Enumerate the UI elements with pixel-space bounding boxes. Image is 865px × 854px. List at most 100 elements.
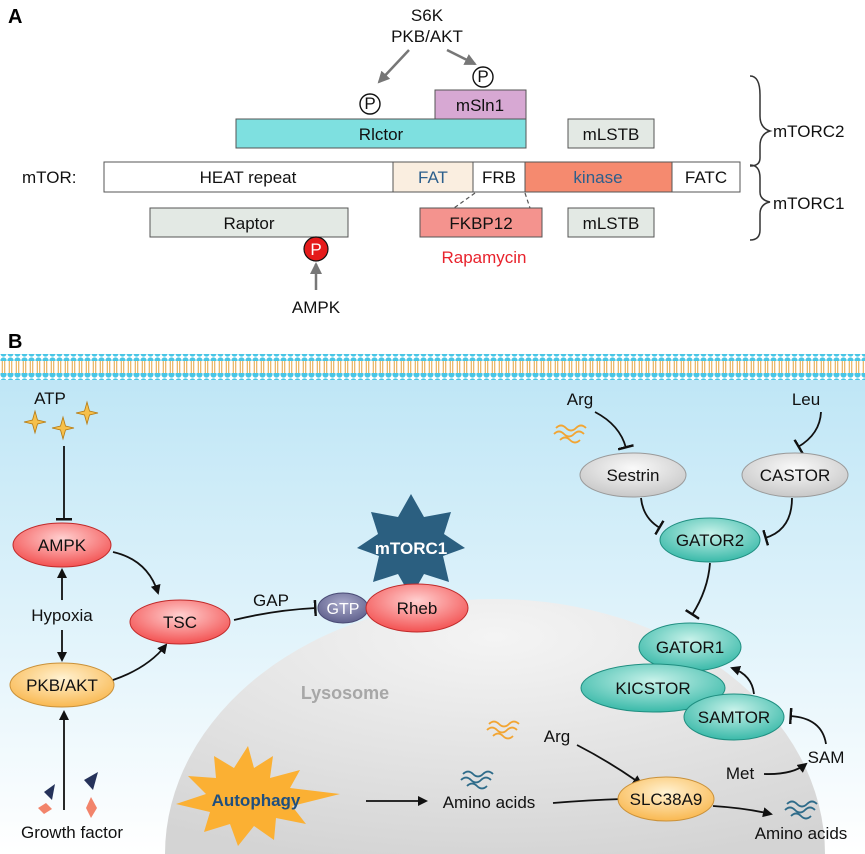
membrane-tails [0,361,865,373]
hypoxia-label: Hypoxia [31,606,93,625]
castor-inhibits-gator2 [762,497,793,546]
sestrin-label: Sestrin [607,466,660,485]
arrow-to-rictor-p [377,49,410,84]
raptor-box [149,207,349,238]
kicstor-label: KICSTOR [615,679,690,698]
mlst8-bottom-label: mLSTB [583,214,640,233]
raptor-label: Raptor [223,214,274,233]
leu-inhibits-castor [793,411,822,455]
amino-acids-inner-label: Amino acids [443,793,536,812]
pkb-akt-label-b: PKB/AKT [26,676,98,695]
met-to-sam-arrow [763,762,808,775]
arg-inner-squiggle-icon [486,720,520,740]
mtorc1-label-a: mTORC1 [773,194,844,213]
slc38a9-oval [617,776,715,822]
ampk-label-b: AMPK [38,536,87,555]
growth-factor-diamond-icon [86,797,97,818]
growth-factor-triangle-icon [84,772,98,790]
tsc-oval [129,599,231,645]
heat-domain-label: HEAT repeat [200,168,297,187]
castor-oval [741,452,849,498]
kinase-domain-box [524,161,673,193]
samtor-to-gator1-arrow [730,665,755,695]
phospho-rictor-label: P [364,94,375,113]
mlst8-bottom-box [567,207,655,238]
amino-acids-outer-label: Amino acids [755,824,848,843]
sestrin-oval [579,452,687,498]
arg-to-slc38a9-arrow [576,744,643,786]
pkb-akt-oval [9,662,115,708]
gator2-oval [659,517,761,563]
fkbp12-dash-right [524,192,531,209]
msin1-label: mSln1 [456,96,504,115]
mtorc1-label-b: mTORC1 [375,539,447,558]
mtorc2-label: mTORC2 [773,122,844,141]
arg-inner-label: Arg [544,727,570,746]
tsc-gap-inhibition [233,599,317,621]
atp-label: ATP [34,389,66,408]
amino-acid-squiggle-icon [460,770,494,790]
ampk-oval [12,522,112,568]
mtorc2-brace [749,75,773,167]
phospho-msin1-icon [472,66,494,88]
rheb-label: Rheb [397,599,438,618]
slc38a9-label: SLC38A9 [630,790,703,809]
met-label: Met [726,764,755,783]
phospho-raptor-icon [303,236,329,262]
pkb-akt-label-a: PKB/AKT [391,27,463,46]
amino-acids-to-slc38a9-line [552,798,623,804]
mtorc1-complex-icon [357,494,465,597]
samtor-label: SAMTOR [698,708,770,727]
arg-inhibits-sestrin [594,411,634,451]
panel-a: A S6K PKB/AKT P P mSln1 Rlctor mLSTB mTO… [8,6,844,317]
arg-top-label: Arg [567,390,593,409]
fat-domain-label: FAT [418,168,448,187]
panel-b: B Lysosome ATP AMPK Hypoxia PKB/AKT Gr [0,331,865,854]
phospho-rictor-icon [359,93,381,115]
atp-star-icon [51,415,75,441]
panel-b-label: B [8,331,22,353]
kicstor-oval [580,663,726,713]
arg-top-squiggle-icon [553,424,587,444]
panel-a-label: A [8,6,22,28]
gator2-inhibits-gator1 [684,562,711,620]
atp-star-icon [23,409,47,435]
gator2-label: GATOR2 [676,531,744,550]
pkb-to-tsc-arrow [112,643,168,681]
growth-factor-label: Growth factor [21,823,123,842]
amino-acid-outer-squiggle-icon [784,800,818,820]
mlst8-top-box [567,118,655,149]
rapamycin-label: Rapamycin [441,248,526,267]
mlst8-top-label: mLSTB [583,125,640,144]
slc38a9-to-amino-acids-arrow [712,805,773,818]
s6k-label: S6K [411,6,444,25]
fkbp12-box [419,207,543,238]
leu-label: Leu [792,390,820,409]
mtorc1-brace [749,164,771,241]
autophagy-burst-icon [176,746,340,846]
frb-domain-label: FRB [482,168,516,187]
growth-factor-diamond-icon [38,803,52,814]
phospho-msin1-label: P [477,67,488,86]
fkbp12-label: FKBP12 [449,214,512,233]
ampk-to-tsc-arrow [112,551,161,595]
rictor-label: Rlctor [359,125,404,144]
sam-label: SAM [808,748,845,767]
atp-star-icon [75,400,99,426]
ampk-label-a: AMPK [292,298,341,317]
sam-inhibits-samtor [788,707,827,745]
tsc-label: TSC [163,613,197,632]
sestrin-inhibits-gator2 [640,497,665,536]
fatc-domain-label: FATC [685,168,727,187]
membrane-inner-heads [0,373,865,380]
gtp-label: GTP [327,601,360,618]
fkbp12-dash-left [453,192,476,209]
arrow-to-msin1-p [446,48,477,66]
mtor-label: mTOR: [22,168,76,187]
phospho-raptor-label: P [310,240,321,259]
kinase-domain-label: kinase [573,168,622,187]
gap-label: GAP [253,591,289,610]
fat-domain-box [392,161,474,193]
lysosome-label: Lysosome [301,683,389,703]
